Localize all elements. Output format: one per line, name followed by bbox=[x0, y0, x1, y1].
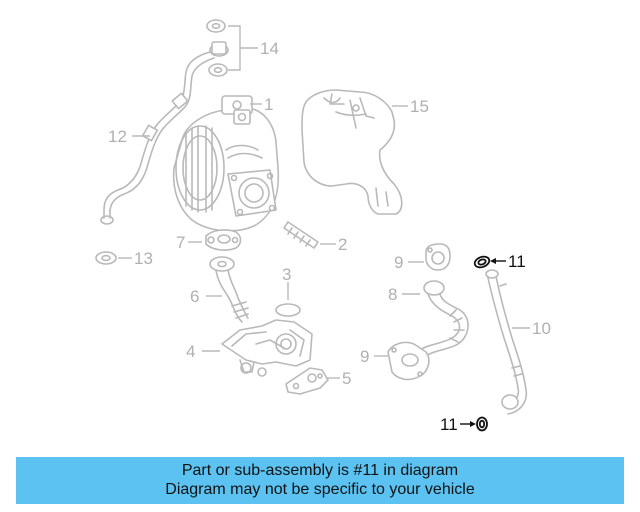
callout-2: 2 bbox=[338, 235, 347, 254]
part-6-oil-return-pipe bbox=[206, 256, 249, 323]
part-5-gasket bbox=[285, 367, 340, 395]
callout-11-upper: 11 bbox=[508, 252, 526, 271]
callout-12: 12 bbox=[108, 127, 127, 146]
callout-15: 15 bbox=[410, 97, 429, 116]
callout-7: 7 bbox=[176, 233, 185, 252]
callout-10: 10 bbox=[532, 319, 551, 338]
part-15-heat-shield bbox=[301, 89, 408, 215]
part-4-bracket bbox=[202, 319, 313, 377]
callout-11-lower: 11 bbox=[440, 415, 458, 434]
callout-3: 3 bbox=[282, 265, 291, 284]
part-1-turbocharger bbox=[172, 95, 280, 232]
banner-line-1: Part or sub-assembly is #11 in diagram bbox=[181, 462, 459, 479]
part-9-gasket-upper bbox=[408, 243, 451, 271]
callout-1: 1 bbox=[264, 95, 273, 114]
parts-diagram: 1 2 3 4 5 6 7 8 9 9 10 11 11 12 13 14 15 bbox=[95, 19, 551, 434]
part-11-seal-lower bbox=[460, 416, 488, 432]
part-3-o-ring bbox=[275, 282, 301, 317]
part-9-gasket-lower bbox=[374, 341, 430, 381]
callout-6: 6 bbox=[190, 287, 199, 306]
callout-13: 13 bbox=[134, 249, 153, 268]
part-14-washers bbox=[206, 19, 258, 77]
part-7-gasket bbox=[188, 229, 242, 251]
part-10-coolant-line bbox=[485, 269, 530, 415]
callout-9-upper: 9 bbox=[394, 253, 403, 272]
part-12-oil-feed-line bbox=[100, 51, 215, 225]
part-2-stud bbox=[283, 221, 336, 249]
callout-14: 14 bbox=[260, 39, 279, 58]
part-8-pipe bbox=[402, 280, 469, 357]
part-11-seal-upper bbox=[473, 255, 506, 269]
part-13-washer bbox=[95, 251, 132, 265]
banner-line-2: Diagram may not be specific to your vehi… bbox=[165, 481, 475, 498]
callout-8: 8 bbox=[388, 285, 397, 304]
info-banner: Part or sub-assembly is #11 in diagram D… bbox=[16, 457, 624, 504]
callout-5: 5 bbox=[342, 369, 351, 388]
callout-4: 4 bbox=[186, 342, 195, 361]
callout-9-lower: 9 bbox=[360, 347, 369, 366]
